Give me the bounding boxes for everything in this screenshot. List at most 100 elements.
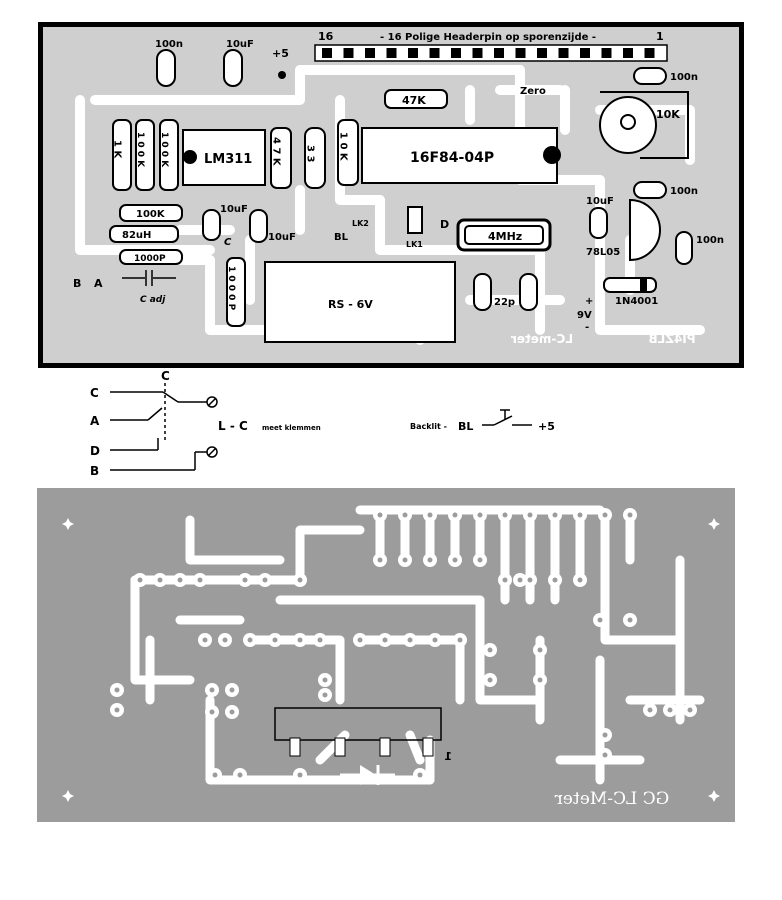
copper-pad-hole [477, 512, 483, 518]
label-minus-9v: - [585, 322, 589, 333]
copper-pad-hole [687, 707, 693, 713]
copper-pad-hole [417, 772, 423, 778]
capacitor-22p-a [473, 273, 492, 311]
header-pin [623, 48, 633, 58]
header-pin-row [314, 44, 668, 62]
label-4mhz: 4MHz [488, 230, 522, 243]
copper-pad-hole [157, 577, 163, 583]
label-1n4001: 1N4001 [615, 296, 658, 307]
copper-pad-hole [527, 577, 533, 583]
label-78l05: 78L05 [586, 247, 620, 258]
label-100k-a: 1 0 0 K [135, 132, 145, 168]
label-cadj: C adj [140, 295, 166, 305]
terminal-label-d: D [90, 444, 100, 458]
header-pin [386, 48, 397, 58]
label-9v: 9V [577, 310, 592, 321]
resistor-47k-horizontal: 47K [384, 89, 448, 109]
capacitor-10uf-top [223, 49, 243, 87]
copper-pad-hole [272, 637, 278, 643]
header-title: - 16 Polige Headerpin op sporenzijde - [380, 32, 596, 43]
copper-pad-hole [237, 772, 243, 778]
copper-pad-hole [377, 557, 383, 563]
label-a: A [94, 277, 103, 290]
resistor-100k-horizontal [119, 204, 183, 222]
label-lk2: LK2 [352, 219, 369, 228]
label-plus5: +5 [272, 47, 289, 60]
copper-pad-hole [317, 637, 323, 643]
label-callsign: PI4ZLB [648, 332, 695, 346]
copper-connector [274, 707, 442, 757]
copper-pad-hole [297, 577, 303, 583]
clamps-label: L - C [218, 419, 248, 433]
copper-pad-hole [262, 577, 268, 583]
copper-pad-hole [517, 577, 523, 583]
terminal-label-a: A [90, 414, 100, 428]
copper-pad-hole [382, 637, 388, 643]
label-10k-v: 1 0 K [338, 132, 349, 162]
copper-pad-hole [577, 577, 583, 583]
copper-pad-hole [407, 637, 413, 643]
diode-1n4001 [603, 277, 657, 293]
header-pin [472, 48, 483, 58]
pad-plus5 [278, 71, 286, 79]
copper-pad-hole [427, 557, 433, 563]
resistor-100k-b: 1 0 0 K [159, 119, 179, 191]
resistor-10k-vertical: 1 0 K [337, 119, 359, 186]
copper-corner-marks [62, 518, 720, 802]
copper-pad-hole [627, 617, 633, 623]
resistor-1k: 1 K [112, 119, 132, 191]
copper-pad-hole [197, 577, 203, 583]
copper-pad-hole [552, 577, 558, 583]
copper-pad-hole [209, 709, 215, 715]
crystal-4mhz: 4MHz [456, 218, 552, 252]
copper-pad-hole [202, 637, 208, 643]
header-pin [429, 48, 440, 58]
label-47k-v: 4 7 K [271, 137, 282, 167]
label-plus-9v: + [585, 296, 593, 307]
capacitor-1000p-horizontal [119, 249, 183, 265]
copper-pad-hole [667, 707, 673, 713]
header-pin [558, 48, 569, 58]
copper-pad-hole [402, 512, 408, 518]
trimmer-cadj [122, 270, 176, 286]
terminal-label-b: B [90, 464, 99, 478]
header-pin [580, 48, 590, 58]
jumper-lk1 [407, 206, 423, 234]
terminal-label-c: C [90, 386, 99, 400]
label-zero: Zero [520, 86, 546, 97]
label-1000p-v: 1 0 0 0 P [226, 266, 236, 311]
capacitor-100n-right-1 [633, 67, 667, 85]
label-lk1: LK1 [406, 240, 423, 249]
capacitor-1000p-vertical [226, 257, 246, 327]
copper-layout-panel: 1 GC LC-Meter [37, 488, 735, 822]
copper-pad-hole [457, 637, 463, 643]
copper-pad-hole [322, 677, 328, 683]
copper-pad-hole [602, 512, 608, 518]
copper-pad-hole [242, 577, 248, 583]
label-47k-h: 47K [402, 94, 426, 107]
copper-pad-hole [229, 709, 235, 715]
copper-pad-hole [487, 647, 493, 653]
label-82uh: 82uH [122, 230, 151, 241]
label-10k-pot: 10K [656, 108, 680, 121]
label-10uf-b: 10uF [268, 232, 296, 243]
label-33: 3 3 [305, 145, 316, 162]
label-100k-h: 100K [136, 209, 166, 220]
copper-pad-hole [627, 512, 633, 518]
copper-pad-hole [537, 677, 543, 683]
header-pin [365, 48, 375, 58]
label-1000p-h: 1000P [134, 254, 166, 264]
copper-pad-hole [577, 512, 583, 518]
capacitor-100n-right-3 [675, 231, 693, 265]
header-pin [515, 48, 526, 58]
copper-pad-hole [432, 637, 438, 643]
relay-rs-6v: RS - 6V [264, 261, 456, 343]
copper-pad-hole [297, 637, 303, 643]
copper-pad-hole [427, 512, 433, 518]
copper-pad-hole [502, 512, 508, 518]
label-10uf-mid: 10uF [220, 204, 248, 215]
label-bl: BL [334, 232, 349, 243]
copper-pad-hole [477, 557, 483, 563]
backlit-label: Backlit - [410, 422, 447, 431]
